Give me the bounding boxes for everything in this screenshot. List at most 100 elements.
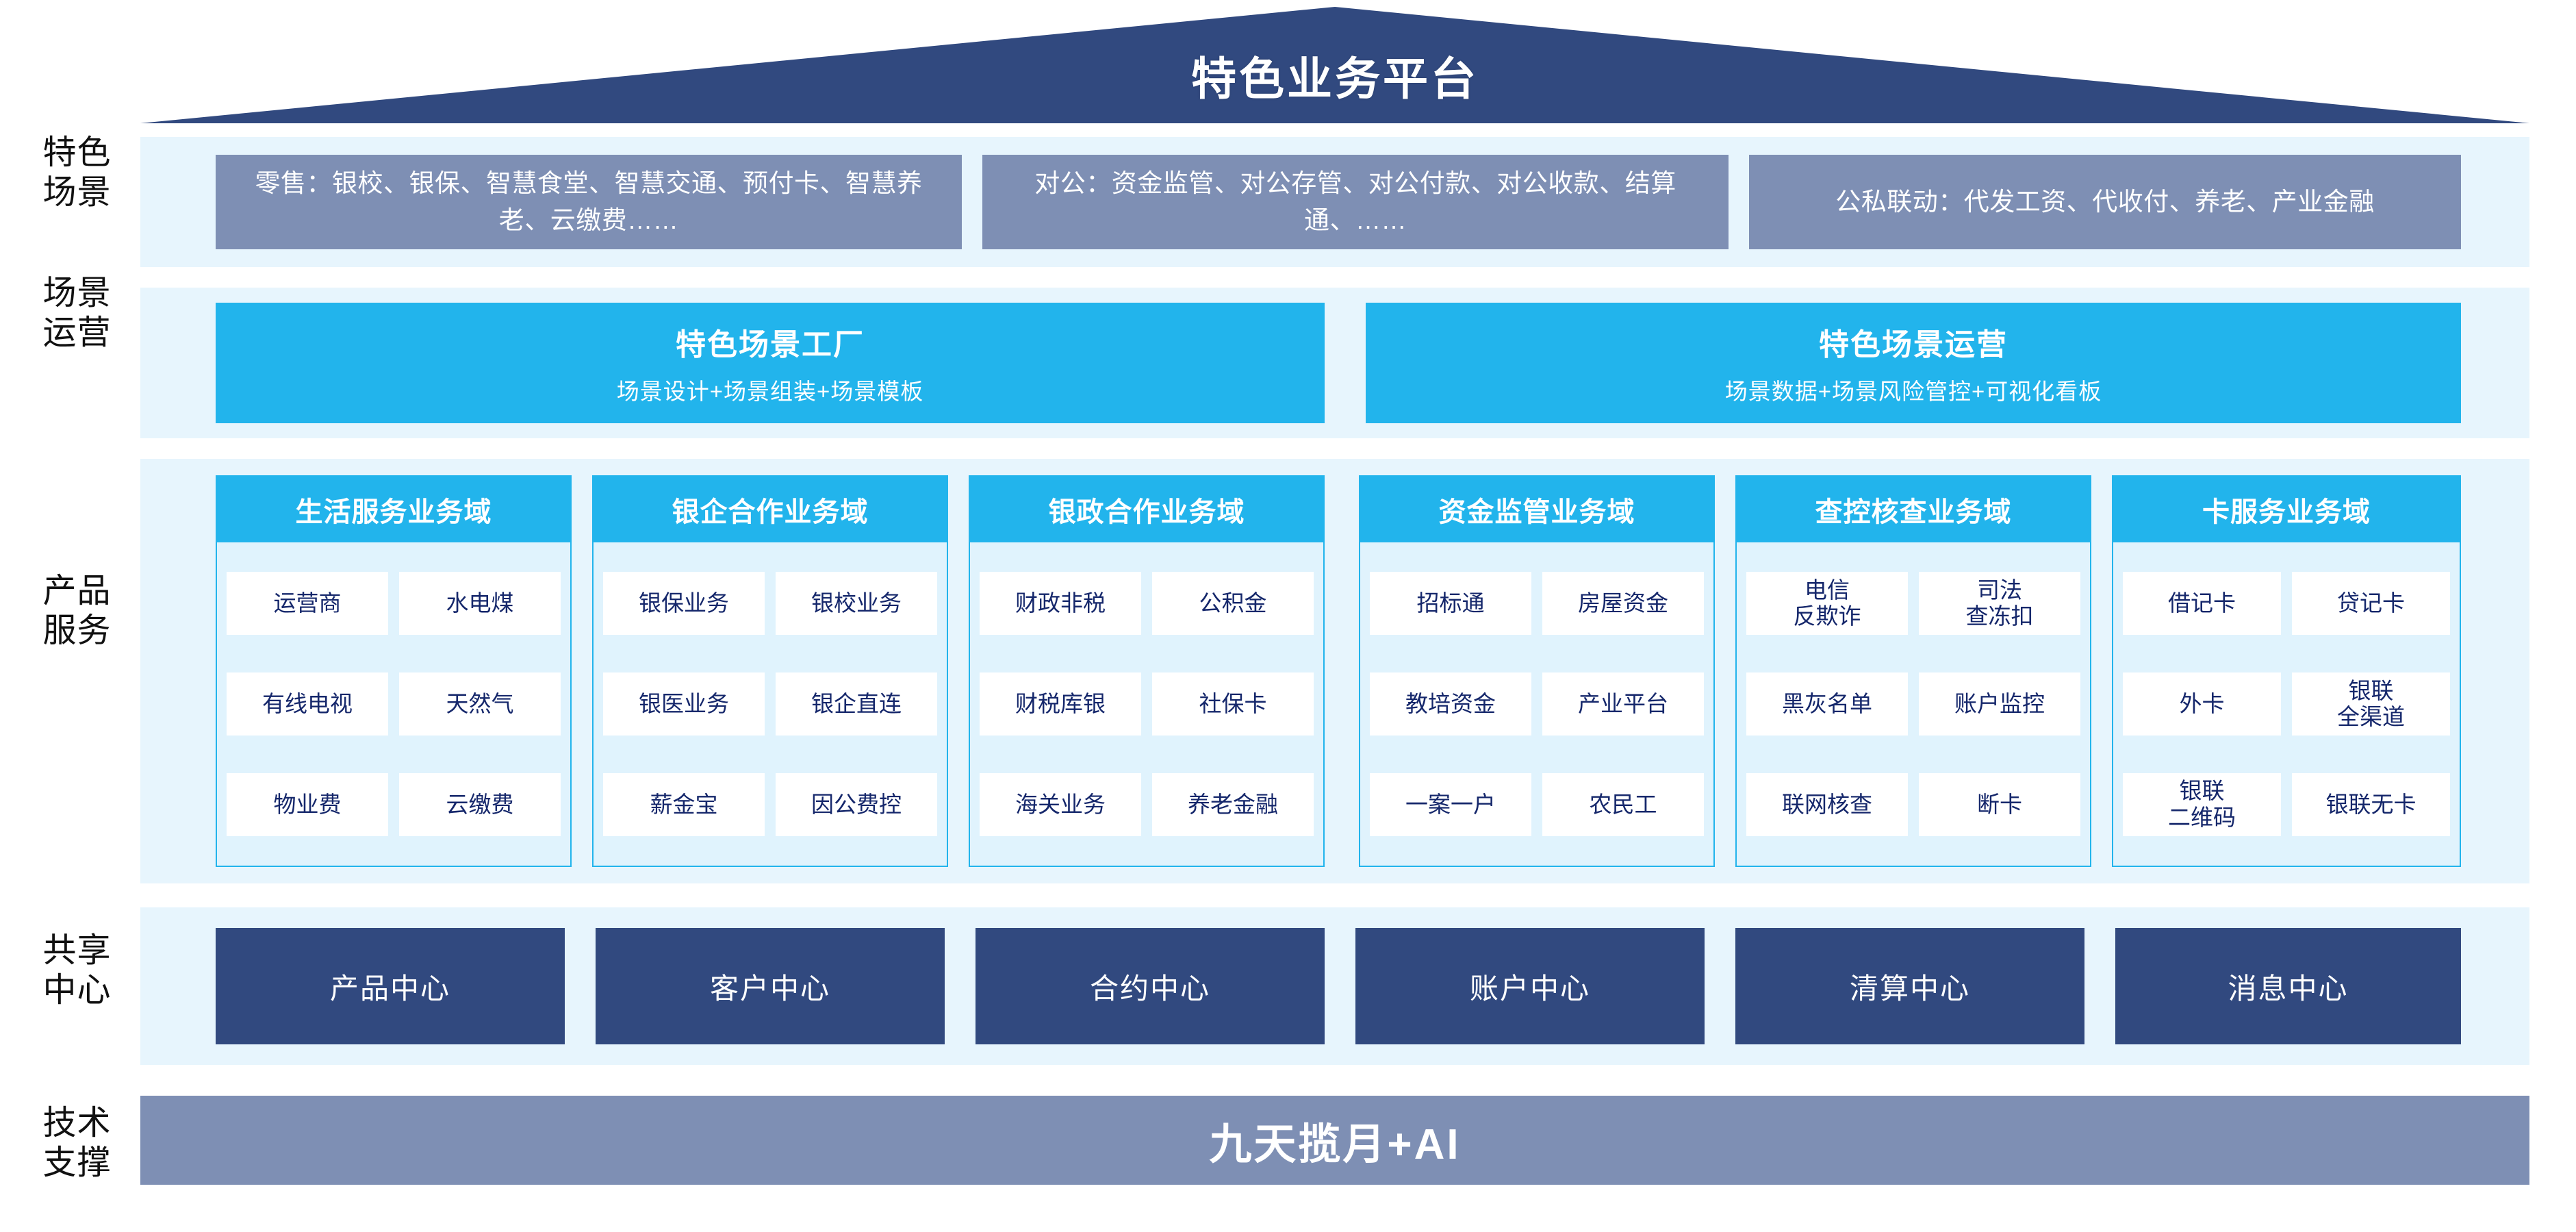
domain-cell[interactable]: 水电煤 [399,572,561,636]
domain-cell-row: 银联 二维码 银联无卡 [2123,772,2450,836]
domain-cells: 招标通 房屋资金 教培资金 产业平台 一案一户 农民工 [1360,542,1713,866]
domain-cell[interactable]: 司法 查冻扣 [1919,572,2080,636]
domain-title: 查控核查业务域 [1737,477,2090,542]
domain-title: 卡服务业务域 [2113,477,2460,542]
shared-center-account[interactable]: 账户中心 [1355,928,1705,1044]
operation-factory-title: 特色场景工厂 [676,328,865,362]
rail-label-scenario: 特色 场景 [42,134,112,211]
domain-cell-row: 外卡 银联 全渠道 [2123,672,2450,736]
scenario-box-corporate[interactable]: 对公：资金监管、对公存管、对公付款、对公收款、结算通、…… [982,155,1729,249]
domain-cell-row: 银医业务 银企直连 [603,672,937,736]
domain-cell[interactable]: 账户监控 [1919,672,2080,736]
domain-cell-row: 一案一户 农民工 [1370,772,1704,836]
domain-cell[interactable]: 社保卡 [1152,672,1314,736]
domain-column-card-service[interactable]: 卡服务业务域 借记卡 贷记卡 外卡 银联 全渠道 银联 二维码 银联无卡 [2112,475,2461,867]
domain-cell[interactable]: 物业费 [227,772,388,836]
domain-cell[interactable]: 招标通 [1370,572,1531,636]
operation-factory-subtitle: 场景设计+场景组装+场景模板 [616,379,924,404]
domain-cell[interactable]: 电信 反欺诈 [1746,572,1908,636]
shared-center-contract[interactable]: 合约中心 [975,928,1325,1044]
shared-center-band: 产品中心 客户中心 合约中心 账户中心 清算中心 消息中心 [140,907,2529,1065]
rail-label-tech: 技术 支撑 [42,1105,112,1181]
domain-title: 银企合作业务域 [594,477,947,542]
scenario-box-retail[interactable]: 零售：银校、银保、智慧食堂、智慧交通、预付卡、智慧养老、云缴费…… [216,155,962,249]
domain-title: 银政合作业务域 [970,477,1323,542]
domain-cell[interactable]: 银联 全渠道 [2292,672,2450,736]
operation-operation-title: 特色场景运营 [1819,328,2008,362]
domain-cell[interactable]: 银医业务 [603,672,765,736]
domain-column-investigation-control[interactable]: 查控核查业务域 电信 反欺诈 司法 查冻扣 黑灰名单 账户监控 联网核查 断卡 [1735,475,2091,867]
domain-cell-row: 招标通 房屋资金 [1370,572,1704,636]
domain-cell[interactable]: 养老金融 [1152,772,1314,836]
domain-cell[interactable]: 联网核查 [1746,772,1908,836]
domain-cell[interactable]: 银联 二维码 [2123,772,2281,836]
domain-cells: 财政非税 公积金 财税库银 社保卡 海关业务 养老金融 [970,542,1323,866]
domain-cell[interactable]: 农民工 [1542,772,1704,836]
platform-roof-banner: 特色业务平台 [140,7,2529,123]
operation-box-operation[interactable]: 特色场景运营 场景数据+场景风险管控+可视化看板 [1366,303,2461,423]
domain-cell[interactable]: 公积金 [1152,572,1314,636]
domain-cell[interactable]: 因公费控 [776,772,937,836]
scenario-band: 零售：银校、银保、智慧食堂、智慧交通、预付卡、智慧养老、云缴费…… 对公：资金监… [140,137,2529,267]
domain-cell-row: 海关业务 养老金融 [980,772,1314,836]
domain-cell-row: 物业费 云缴费 [227,772,561,836]
domain-cell-row: 财税库银 社保卡 [980,672,1314,736]
domain-cell[interactable]: 财税库银 [980,672,1141,736]
domain-cell[interactable]: 运营商 [227,572,388,636]
scenario-row: 零售：银校、银保、智慧食堂、智慧交通、预付卡、智慧养老、云缴费…… 对公：资金监… [140,137,2529,267]
domain-cell[interactable]: 薪金宝 [603,772,765,836]
rail-label-shared: 共享 中心 [42,932,112,1009]
shared-center-customer[interactable]: 客户中心 [596,928,945,1044]
domain-cell[interactable]: 断卡 [1919,772,2080,836]
domain-cells: 银保业务 银校业务 银医业务 银企直连 薪金宝 因公费控 [594,542,947,866]
domain-cell[interactable]: 借记卡 [2123,572,2281,636]
domain-column-fund-supervision[interactable]: 资金监管业务域 招标通 房屋资金 教培资金 产业平台 一案一户 农民工 [1359,475,1715,867]
domain-column-bank-government[interactable]: 银政合作业务域 财政非税 公积金 财税库银 社保卡 海关业务 养老金融 [969,475,1325,867]
domain-cell[interactable]: 教培资金 [1370,672,1531,736]
domain-cell[interactable]: 天然气 [399,672,561,736]
domain-cell-row: 教培资金 产业平台 [1370,672,1704,736]
scenario-box-public-private[interactable]: 公私联动：代发工资、代收付、养老、产业金融 [1749,155,2461,249]
roof-chevron-shape [140,7,2529,123]
domain-cell[interactable]: 产业平台 [1542,672,1704,736]
domain-cell-row: 运营商 水电煤 [227,572,561,636]
domain-cell-row: 电信 反欺诈 司法 查冻扣 [1746,572,2080,636]
shared-center-product[interactable]: 产品中心 [216,928,565,1044]
domain-cell-row: 联网核查 断卡 [1746,772,2080,836]
domain-cell[interactable]: 贷记卡 [2292,572,2450,636]
domain-cell[interactable]: 银校业务 [776,572,937,636]
domain-cell[interactable]: 黑灰名单 [1746,672,1908,736]
domain-cell-row: 薪金宝 因公费控 [603,772,937,836]
domain-column-life-service[interactable]: 生活服务业务域 运营商 水电煤 有线电视 天然气 物业费 云缴费 [216,475,572,867]
domain-cell[interactable]: 云缴费 [399,772,561,836]
product-band: 生活服务业务域 运营商 水电煤 有线电视 天然气 物业费 云缴费 银企合作业务域 [140,459,2529,883]
domain-cell[interactable]: 银企直连 [776,672,937,736]
domain-cell-row: 有线电视 天然气 [227,672,561,736]
domain-cell[interactable]: 房屋资金 [1542,572,1704,636]
domain-cell-row: 财政非税 公积金 [980,572,1314,636]
domain-cell[interactable]: 银联无卡 [2292,772,2450,836]
domain-title: 生活服务业务域 [217,477,570,542]
rail-label-operation: 场景 运营 [42,275,112,351]
domain-cell-row: 银保业务 银校业务 [603,572,937,636]
rail-label-product: 产品 服务 [42,573,112,649]
domain-cell[interactable]: 银保业务 [603,572,765,636]
shared-center-message[interactable]: 消息中心 [2115,928,2461,1044]
domain-cells: 借记卡 贷记卡 外卡 银联 全渠道 银联 二维码 银联无卡 [2113,542,2460,866]
domain-cell[interactable]: 一案一户 [1370,772,1531,836]
shared-center-settlement[interactable]: 清算中心 [1735,928,2084,1044]
domain-cell[interactable]: 有线电视 [227,672,388,736]
operation-band: 特色场景工厂 场景设计+场景组装+场景模板 特色场景运营 场景数据+场景风险管控… [140,288,2529,438]
operation-box-factory[interactable]: 特色场景工厂 场景设计+场景组装+场景模板 [216,303,1325,423]
domain-cells: 电信 反欺诈 司法 查冻扣 黑灰名单 账户监控 联网核查 断卡 [1737,542,2090,866]
domain-title: 资金监管业务域 [1360,477,1713,542]
domain-cells: 运营商 水电煤 有线电视 天然气 物业费 云缴费 [217,542,570,866]
domain-cell[interactable]: 财政非税 [980,572,1141,636]
domain-cell[interactable]: 海关业务 [980,772,1141,836]
domain-cell[interactable]: 外卡 [2123,672,2281,736]
page-title: 特色业务平台 [1191,53,1479,104]
operation-operation-subtitle: 场景数据+场景风险管控+可视化看板 [1724,379,2102,404]
domain-column-bank-enterprise[interactable]: 银企合作业务域 银保业务 银校业务 银医业务 银企直连 薪金宝 因公费控 [592,475,948,867]
tech-support-bar[interactable]: 九天揽月+AI [140,1096,2529,1185]
